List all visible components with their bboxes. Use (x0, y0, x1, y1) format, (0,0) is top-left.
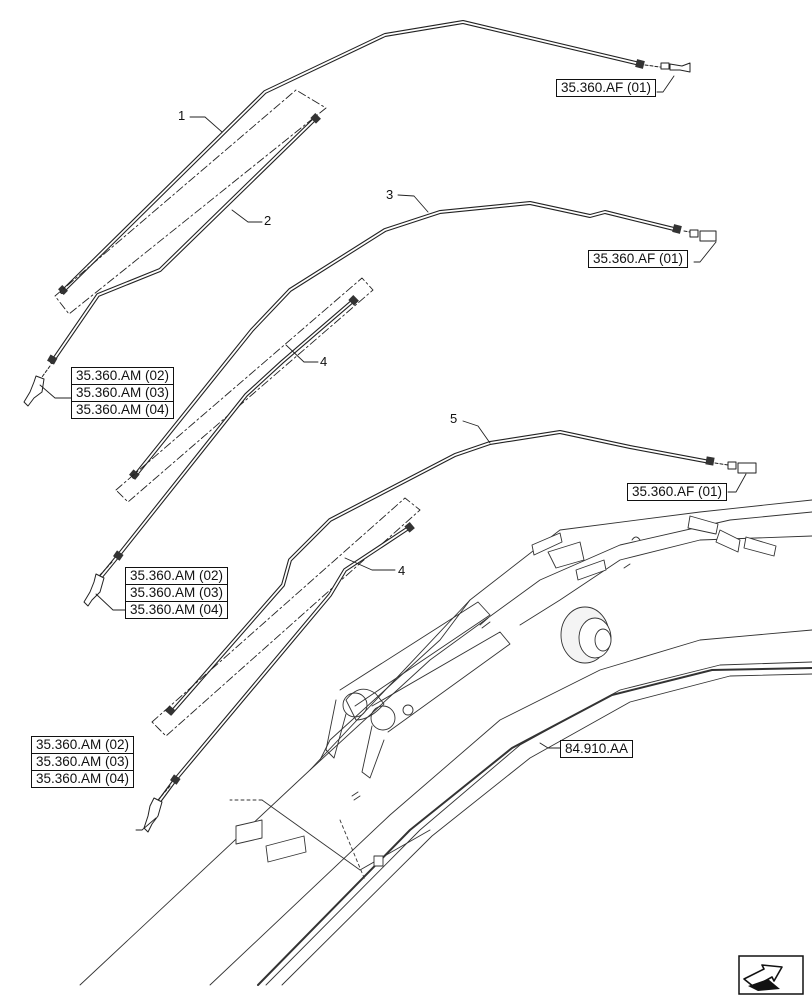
tube-2 (23, 113, 321, 407)
ref-am-04[interactable]: 35.360.AM (04) (125, 601, 229, 619)
ref-af-bottom[interactable]: 35.360.AF (01) (627, 483, 728, 501)
ref-am-04[interactable]: 35.360.AM (04) (31, 770, 135, 788)
tube-4b (143, 522, 415, 833)
ref-am-group-1: 35.360.AM (02) 35.360.AM (03) 35.360.AM … (71, 367, 175, 419)
ref-am-group-3: 35.360.AM (02) 35.360.AM (03) 35.360.AM … (31, 736, 135, 788)
ref-am-03[interactable]: 35.360.AM (03) (125, 584, 229, 601)
ref-am-03[interactable]: 35.360.AM (03) (71, 384, 175, 401)
callout-2: 2 (264, 213, 272, 228)
tube-4a-frame (115, 277, 374, 503)
ref-af-top[interactable]: 35.360.AF (01) (556, 79, 657, 97)
leader-lines (39, 75, 747, 831)
tube-1 (58, 20, 691, 295)
ref-am-02[interactable]: 35.360.AM (02) (71, 367, 175, 384)
next-page-arrow-icon[interactable] (738, 955, 804, 995)
boom-structure (79, 499, 812, 986)
ref-af-middle[interactable]: 35.360.AF (01) (588, 250, 689, 268)
callout-5: 5 (450, 411, 458, 426)
callout-4a: 4 (320, 354, 328, 369)
ref-am-03[interactable]: 35.360.AM (03) (31, 753, 135, 770)
tube-2-frame (54, 89, 327, 315)
tube-4a (83, 295, 359, 607)
tube-3 (129, 201, 717, 480)
ref-am-02[interactable]: 35.360.AM (02) (125, 567, 229, 584)
callout-1: 1 (178, 108, 186, 123)
ref-am-02[interactable]: 35.360.AM (02) (31, 736, 135, 753)
tube-5 (165, 430, 757, 716)
ref-am-04[interactable]: 35.360.AM (04) (71, 401, 175, 419)
tube-4b-frame (151, 497, 421, 737)
ref-boom[interactable]: 84.910.AA (560, 740, 634, 758)
callout-3: 3 (386, 187, 394, 202)
callout-4b: 4 (398, 563, 406, 578)
ref-am-group-2: 35.360.AM (02) 35.360.AM (03) 35.360.AM … (125, 567, 229, 619)
